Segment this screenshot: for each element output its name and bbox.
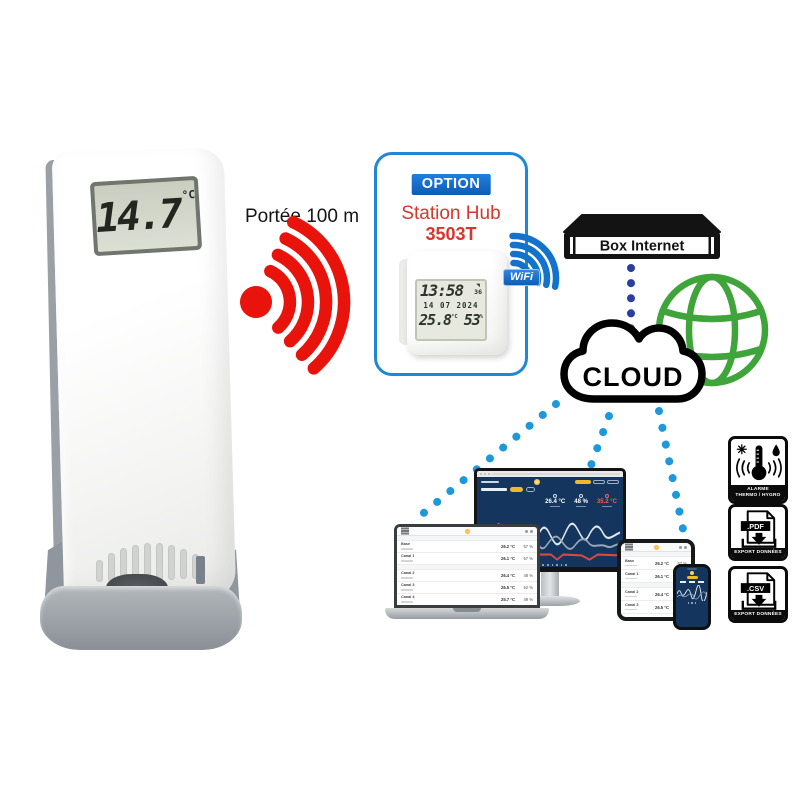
table-row: Canal 2 26.4 °C 48 % [397,570,537,582]
hub-humidity: 53 [463,311,481,329]
thermometer-icon [553,493,558,498]
temperature-readout: 26.4 °C [545,493,565,507]
sensor-temperature-unit: °C [181,187,196,202]
cloud-label: CLOUD [583,362,684,392]
sensor-vent [96,560,103,582]
monitor-stand-neck [541,572,559,598]
url-bar [492,472,620,476]
laptop-base [385,608,549,619]
dashboard-tabs [575,479,619,485]
option-hub-frame: OPTION Station Hub 3503T 13:58 ◥ 36 14 0… [374,152,528,376]
hub-lcd-display: 13:58 ◥ 36 14 07 2024 25.8 °C 53 % [415,279,487,341]
tab-pill [593,479,605,485]
table-row: Canal 3 26.5 °C 52 % [397,582,537,594]
sensor-lcd-panel: 14.7 °C [94,180,198,252]
table-section-divider [397,536,537,541]
weather-logo-icon [534,479,540,485]
table-header-bar [621,543,691,552]
smartphone-device [673,564,711,630]
alarm-badge-label: ALARME THERMO / HYGRO [731,485,785,501]
sensor-temperature-value: 14.7 [94,190,182,243]
range-label: Portée 100 m [244,206,360,227]
hub-model: 3503T [425,224,477,244]
weather-logo-icon [464,528,470,534]
signal-icon: ◥ [476,282,480,289]
station-hub-device: 13:58 ◥ 36 14 07 2024 25.8 °C 53 % [399,251,507,357]
dashboard-title-bar [481,487,507,491]
filter-pill [526,487,535,492]
table-row: Canal 4 25.7 °C 49 % [397,594,537,605]
wifi-signal-icon [506,232,560,290]
hub-temperature-unit: °C [451,314,458,320]
sensor-vent [180,549,187,579]
tab-pill [607,479,619,485]
csv-document-icon: .CSV [731,569,785,610]
hub-date: 14 07 2024 [423,301,479,310]
table-row: Base 26.2 °C 57 % [397,541,537,553]
laptop-device: Base 26.2 °C 57 % Canal 1 26.1 °C 57 % C… [385,524,549,619]
pdf-document-icon: .PDF [731,507,785,548]
laptop-screen-dashboard: Base 26.2 °C 57 % Canal 1 26.1 °C 57 % C… [394,524,540,608]
alert-readout: 35.2 °C [597,493,617,507]
table-header-bar [397,527,537,536]
browser-bar [477,471,623,477]
active-tab-pill [686,576,698,579]
phone-line-chart [677,585,707,601]
hub-humidity-unit: % [479,314,484,320]
sensor-vent [156,543,163,581]
wifi-label-badge: WiFi [503,269,541,286]
monitor-stand-base [520,596,580,606]
csv-export-badge: .CSV EXPORT DONNÉES [728,566,788,623]
pdf-badge-label: EXPORT DONNÉES [731,548,785,558]
table-row: Canal 1 26.1 °C 57 % [397,553,537,565]
phone-speaker [687,568,697,570]
radio-signal-icon [240,215,351,375]
humidity-readout: 48 % [574,493,588,507]
cloud-icon: CLOUD [560,319,706,403]
table-section-divider [621,583,691,588]
csv-badge-label: EXPORT DONNÉES [731,610,785,620]
weather-logo-icon [653,544,659,550]
phone-readouts [676,581,708,583]
box-internet-label: Box Internet [600,239,685,255]
hub-time: 13:58 [420,281,464,300]
sensor-lcd-display: 14.7 °C [89,175,203,257]
alarm-thermo-hygro-badge: ALARME THERMO / HYGRO [728,436,788,504]
droplet-icon [579,493,584,498]
dashboard-brand-bar [481,480,499,484]
active-tab-pill [575,479,591,485]
hub-name: Station Hub [401,203,501,224]
hub-seconds: 36 [474,288,482,296]
sensor-vent [168,545,175,580]
table-section-divider [397,565,537,570]
weather-logo-icon [690,570,694,575]
sensor-stand-base [40,586,242,650]
filter-pill [510,487,523,492]
alarm-thermometer-icon [731,439,785,485]
pdf-file-type: .PDF [747,521,764,530]
menu-icon [401,530,409,532]
sensor-stand-clip [196,556,205,584]
alert-icon [604,493,609,498]
hub-temperature: 25.8 [418,311,452,329]
menu-icon [625,546,633,548]
table-section-divider [621,552,691,557]
csv-file-type: .CSV [747,583,764,592]
pdf-export-badge: .PDF EXPORT DONNÉES [728,504,788,561]
phone-nav-dots [676,602,708,604]
option-badge: OPTION [411,174,491,195]
internet-router-box: Box Internet [563,214,721,259]
table-row: Base 26.2 °C 57 % [621,557,691,570]
